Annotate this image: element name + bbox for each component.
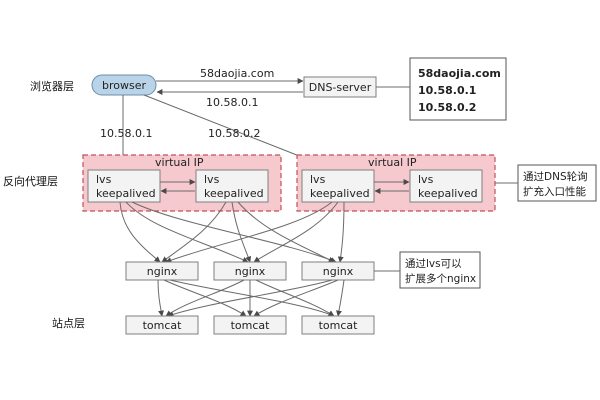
- lvs-label: lvs: [418, 173, 434, 186]
- note-lvs-scale-line-2: 扩展多个nginx: [405, 272, 476, 285]
- note-dns-round-robin: [517, 164, 597, 202]
- note-lvs-scale-line-1: 通过lvs可以: [405, 257, 462, 270]
- tomcat-node-3: [301, 315, 375, 335]
- edge-label-domain-query: 58daojia.com: [200, 67, 274, 80]
- dns-record-ip-2: 10.58.0.2: [418, 101, 476, 114]
- dns-server-label: DNS-server: [309, 81, 372, 94]
- lvs-label: lvs: [204, 173, 220, 186]
- nginx-label: nginx: [323, 265, 354, 278]
- dns-record-ip-1: 10.58.0.1: [418, 84, 476, 97]
- dns-records-box: [409, 57, 507, 121]
- edge-label-ip-left: 10.58.0.1: [100, 127, 152, 140]
- lvs-label: lvs: [96, 173, 112, 186]
- lvs-node-left-b: [195, 169, 269, 203]
- virtual-ip-label-left: virtual IP: [155, 156, 204, 169]
- keepalived-label: keepalived: [310, 187, 370, 200]
- edge-label-ip-right: 10.58.0.2: [208, 127, 260, 140]
- tomcat-node-1: [125, 315, 199, 335]
- browser-label: browser: [102, 79, 146, 92]
- keepalived-label: keepalived: [204, 187, 264, 200]
- keepalived-label: keepalived: [96, 187, 156, 200]
- lvs-node-left-a: [87, 169, 161, 203]
- layer-label-browser: 浏览器层: [30, 79, 74, 93]
- nginx-label: nginx: [235, 265, 266, 278]
- lvs-label: lvs: [310, 173, 326, 186]
- browser-node: [91, 74, 157, 96]
- note-dns-round-robin-line-2: 扩充入口性能: [523, 185, 586, 198]
- tomcat-label: tomcat: [143, 319, 183, 332]
- tomcat-node-2: [213, 315, 287, 335]
- keepalived-label: keepalived: [418, 187, 478, 200]
- nginx-node-1: [125, 261, 199, 281]
- dns-record-domain: 58daojia.com: [418, 67, 501, 80]
- lvs-node-right-b: [409, 169, 483, 203]
- edge-label-dns-answer: 10.58.0.1: [206, 96, 258, 109]
- note-lvs-scale: [399, 251, 481, 289]
- dns-server-node: [303, 76, 377, 98]
- lvs-to-nginx-edges: [119, 201, 345, 263]
- note-dns-round-robin-line-1: 通过DNS轮询: [523, 170, 588, 183]
- nginx-label: nginx: [147, 265, 178, 278]
- layer-label-reverse-proxy: 反向代理层: [3, 174, 58, 188]
- virtual-ip-label-right: virtual IP: [368, 156, 417, 169]
- tomcat-label: tomcat: [319, 319, 359, 332]
- layer-label-site: 站点层: [52, 316, 85, 330]
- nginx-to-tomcat-edges: [157, 279, 345, 318]
- tomcat-label: tomcat: [231, 319, 271, 332]
